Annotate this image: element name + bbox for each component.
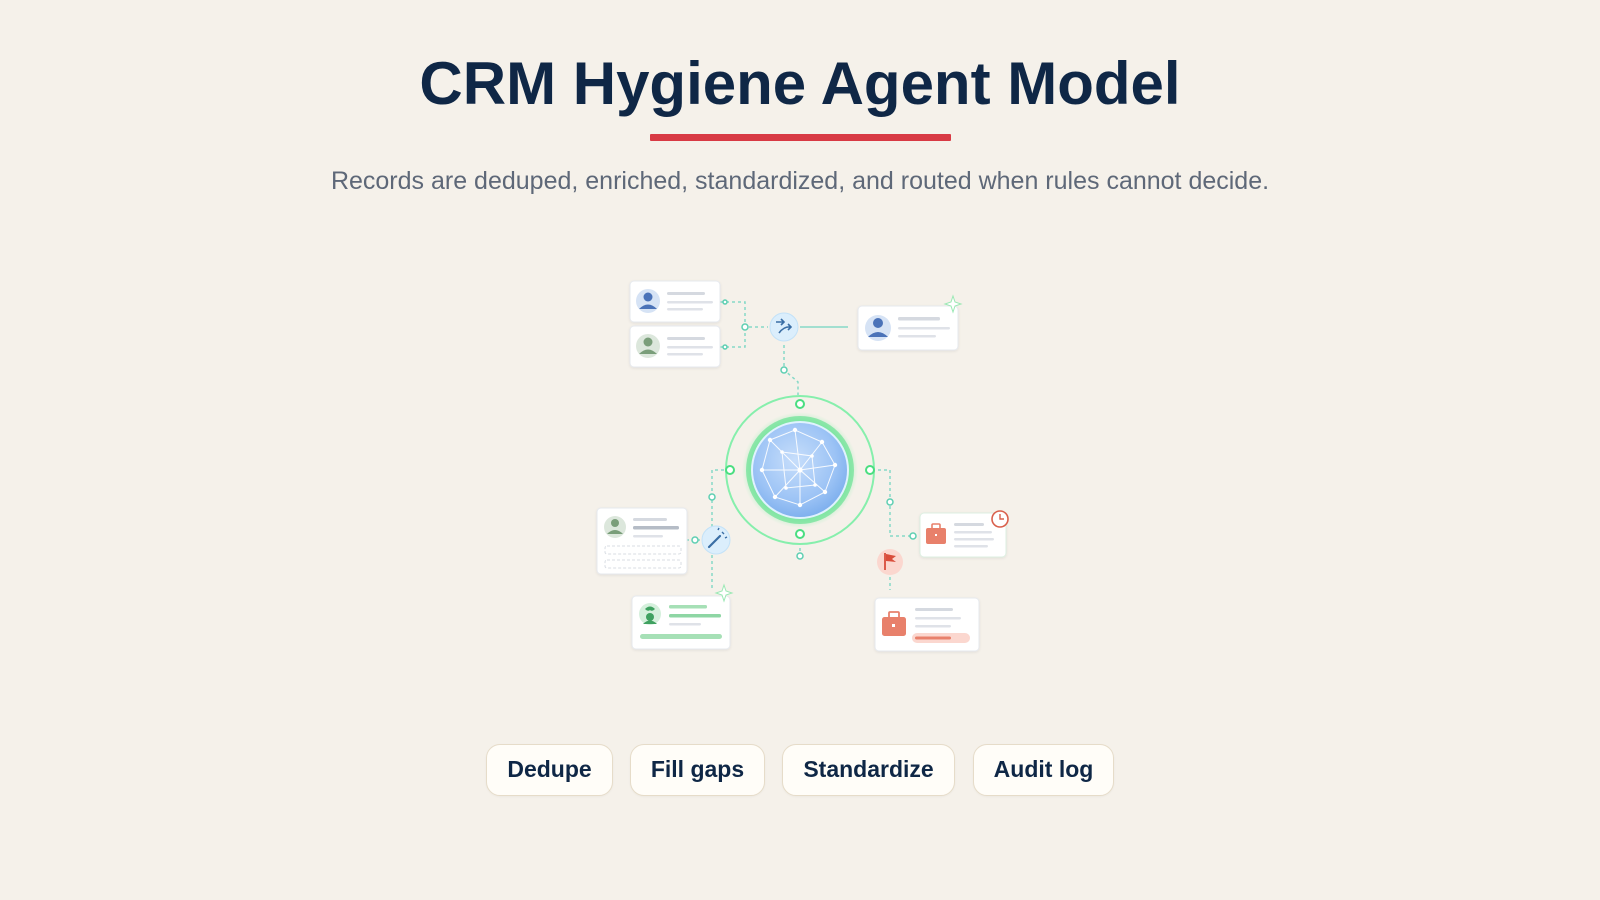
neural-globe-icon: [725, 395, 875, 545]
person-icon: [636, 289, 660, 313]
briefcase-icon: [882, 611, 906, 636]
chip-fill-gaps: Fill gaps: [630, 744, 765, 796]
person-icon: [865, 315, 891, 341]
duplicate-record-card-1: [629, 280, 721, 323]
flag-icon: [877, 549, 903, 575]
page-subtitle: Records are deduped, enriched, standardi…: [330, 167, 1270, 195]
magic-wand-icon: [701, 525, 731, 555]
person-icon: [639, 603, 661, 625]
connector-nodes: [691, 299, 917, 560]
page-title: CRM Hygiene Agent Model: [419, 50, 1181, 117]
duplicate-record-card-2: [629, 325, 721, 368]
enriched-record-card: [631, 583, 734, 650]
chip-standardize: Standardize: [782, 744, 955, 796]
pending-record-card: [919, 510, 1009, 558]
merge-arrows-icon: [769, 312, 799, 342]
incomplete-record-card: [596, 507, 688, 575]
routed-record-card: [874, 597, 980, 652]
briefcase-icon: [926, 523, 946, 544]
chip-audit-log: Audit log: [973, 744, 1114, 796]
chip-dedupe: Dedupe: [486, 744, 613, 796]
title-underline: [650, 134, 951, 141]
person-icon: [636, 334, 660, 358]
person-icon: [604, 516, 626, 538]
merged-record-card: [857, 294, 963, 351]
clock-icon: [991, 510, 1009, 528]
